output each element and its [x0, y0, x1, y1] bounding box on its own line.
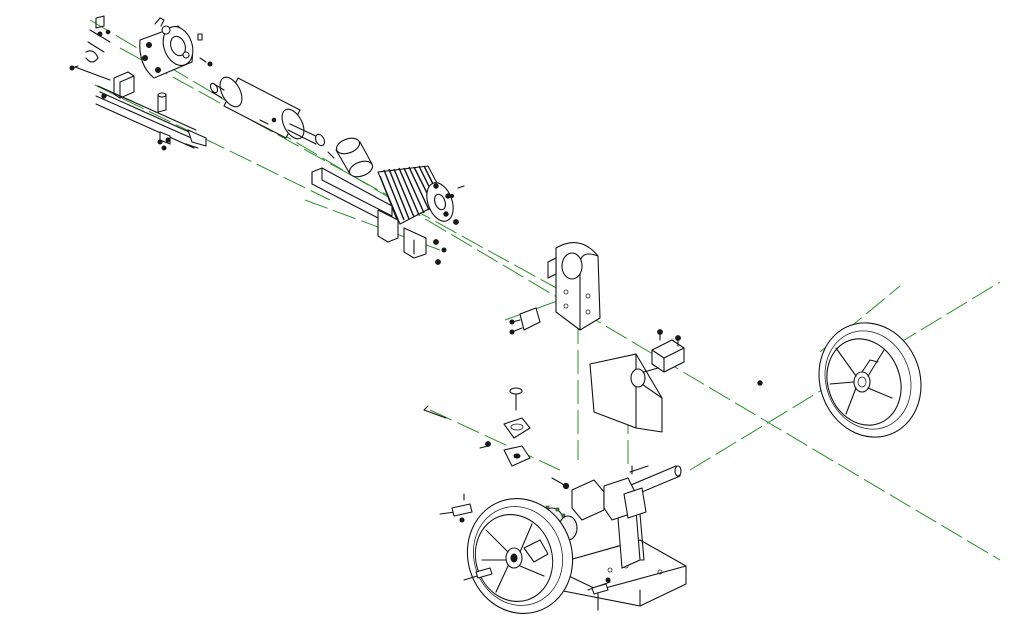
- crankshaft: [551, 465, 682, 521]
- crank-cover: [589, 353, 663, 433]
- base-frame: [547, 509, 687, 611]
- upright-support: [547, 242, 601, 331]
- axis-cylinder-line: [119, 47, 561, 291]
- axis-left-bolt: [429, 409, 561, 471]
- valve-rod-assembly: [69, 65, 207, 151]
- pins-and-bolts: [439, 465, 649, 595]
- cylinder-head-assembly: [85, 15, 213, 79]
- governor-parts: [423, 387, 531, 467]
- mounting-bracket: [311, 167, 427, 259]
- axis-rod-left: [94, 84, 331, 201]
- piston: [327, 137, 374, 178]
- axis-upper-small: [504, 299, 561, 321]
- flywheel-left: [466, 497, 574, 615]
- axis-main-diagonal: [89, 19, 1001, 561]
- displacer-cylinder: [209, 76, 326, 147]
- small-clamp: [509, 307, 541, 335]
- flywheel-right: [757, 322, 922, 438]
- axis-bracket: [304, 199, 441, 251]
- finned-cylinder: [377, 165, 465, 265]
- bearing-block: [651, 329, 685, 373]
